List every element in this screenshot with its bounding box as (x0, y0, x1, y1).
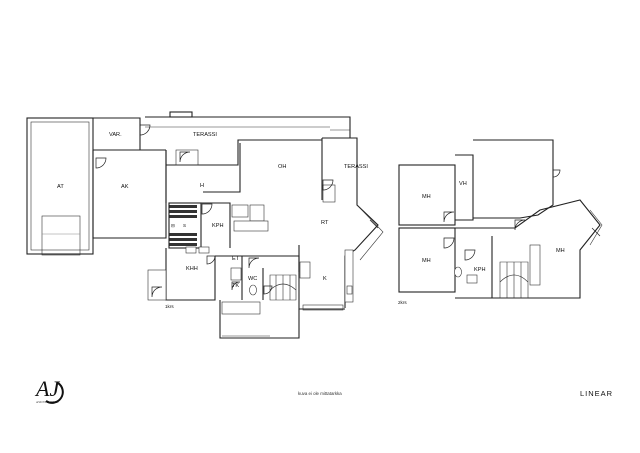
door-terrace (179, 151, 191, 163)
label-ak: AK (121, 184, 129, 190)
sink (231, 204, 249, 218)
door-terrace-right (322, 179, 334, 191)
label-mh-top: MH (422, 194, 431, 200)
floor-1-plan (26, 111, 384, 339)
kitchen-counter (344, 249, 354, 303)
label-vh: VH (459, 181, 467, 187)
floor-1-label: 1krs (165, 304, 174, 309)
stairs-floor2 (499, 261, 529, 299)
chimney (169, 111, 193, 118)
stairs-floor1 (269, 261, 311, 301)
room-mh-bottom-walls (398, 227, 456, 293)
washer (147, 269, 167, 301)
room-at-inner (30, 121, 90, 251)
label-at: AT (57, 184, 64, 190)
door-mh-right (514, 219, 526, 231)
label-var: VAR. (109, 132, 122, 138)
door-tk (231, 281, 241, 291)
door-kph2 (464, 249, 476, 261)
label-mh-bottom: MH (422, 258, 431, 264)
disclaimer-note: kuva ei ole mittatarkka (298, 391, 342, 396)
label-tk: TK (232, 283, 239, 289)
logo-text: ASUNTO OHMI (36, 401, 59, 404)
at-bench (41, 215, 81, 256)
open-area-walls (473, 139, 554, 219)
label-khh: KHH (186, 266, 198, 272)
terrace-outline (145, 116, 351, 138)
door-ak (95, 157, 107, 169)
door-et (248, 257, 260, 269)
sauna-benches (169, 205, 197, 246)
label-wc: WC (248, 276, 257, 282)
label-terassi-top: TERASSI (193, 132, 217, 138)
terrace-steps (175, 149, 199, 166)
logo-swash-icon (45, 382, 64, 404)
label-kph2: KPH (474, 267, 486, 273)
label-et: ET (232, 256, 240, 262)
door-mh-top (443, 211, 455, 223)
door-outside-khh (151, 286, 163, 298)
label-rt: RT (321, 220, 329, 226)
label-s-symbol: ⊟ (171, 223, 175, 228)
room-mh-top-walls (398, 164, 456, 226)
room-ak-walls (92, 150, 167, 239)
asunto-ohmi-logo: AJ ASUNTO OHMI (34, 376, 64, 404)
wardrobe (529, 244, 541, 286)
floor-2-label: 2krs (398, 300, 407, 305)
entry-porch (219, 300, 300, 339)
floor-2-plan (398, 139, 603, 299)
label-s: S (183, 223, 186, 228)
label-mh-right: MH (556, 248, 565, 254)
label-h: H (200, 183, 204, 189)
door-kph (201, 203, 213, 215)
label-terassi-right: TERASSI (344, 164, 368, 170)
label-kph: KPH (212, 223, 224, 229)
door-mh-bottom (443, 237, 455, 249)
door-wc (263, 285, 273, 295)
label-oh: OH (278, 164, 286, 170)
room-labels: AT AK VAR. TERASSI H OH TERASSI RT KPH S… (57, 132, 565, 289)
label-k: K (323, 276, 327, 282)
room-vh-walls (455, 154, 474, 221)
door-khh (206, 255, 216, 265)
logo-mark: AJ (34, 376, 60, 401)
linear-brand: LINEAR (580, 389, 613, 398)
fireplace (322, 184, 336, 203)
room-sauna-walls (168, 202, 202, 249)
toilet (249, 284, 257, 296)
door-var (139, 124, 151, 136)
